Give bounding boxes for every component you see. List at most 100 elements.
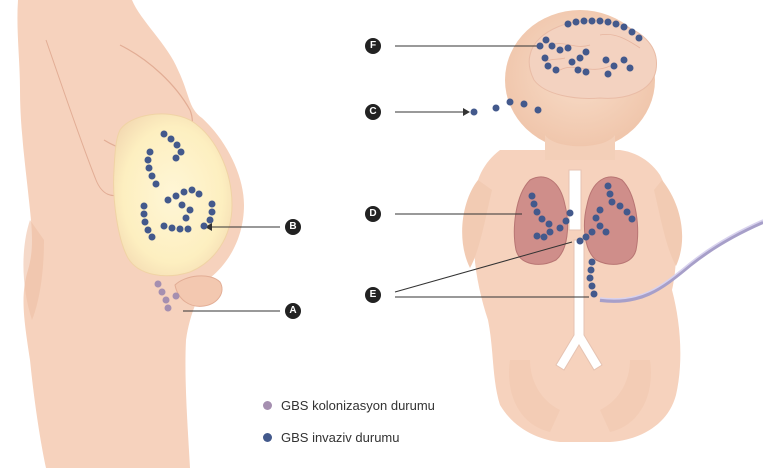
bacteria-dot bbox=[593, 215, 600, 222]
bacteria-dot bbox=[168, 136, 175, 143]
bacteria-dot bbox=[149, 234, 156, 241]
bacteria-dot bbox=[567, 210, 574, 217]
bacteria-dot bbox=[209, 201, 216, 208]
bacteria-dot bbox=[565, 45, 572, 52]
bacteria-dot bbox=[569, 59, 576, 66]
bacteria-dot bbox=[209, 209, 216, 216]
bacteria-dot bbox=[605, 183, 612, 190]
bacteria-dot bbox=[471, 109, 478, 116]
bacteria-dot bbox=[531, 201, 538, 208]
bacteria-dot bbox=[189, 187, 196, 194]
bacteria-dot bbox=[545, 63, 552, 70]
bacteria-dot bbox=[605, 71, 612, 78]
bacteria-dot bbox=[553, 67, 560, 74]
bacteria-dot bbox=[583, 234, 590, 241]
bacteria-dot bbox=[627, 65, 634, 72]
bacteria-dot bbox=[573, 19, 580, 26]
bacteria-dot bbox=[183, 215, 190, 222]
bacteria-dot bbox=[629, 29, 636, 36]
bacteria-dot bbox=[534, 209, 541, 216]
bacteria-dot bbox=[196, 191, 203, 198]
bacteria-dot bbox=[169, 225, 176, 232]
bacteria-dot bbox=[174, 142, 181, 149]
bacteria-dot bbox=[173, 193, 180, 200]
bacteria-dot bbox=[591, 291, 598, 298]
brain-outline bbox=[529, 20, 656, 98]
bacteria-dot bbox=[588, 267, 595, 274]
bacteria-dot bbox=[603, 57, 610, 64]
bacteria-dot bbox=[547, 229, 554, 236]
bacteria-dot bbox=[145, 157, 152, 164]
bacteria-dot bbox=[589, 259, 596, 266]
bacteria-dot bbox=[563, 218, 570, 225]
colonization-dot bbox=[155, 281, 162, 288]
marker-a: A bbox=[285, 303, 301, 319]
bacteria-dot bbox=[507, 99, 514, 106]
bacteria-dot bbox=[181, 189, 188, 196]
bacteria-dot bbox=[597, 207, 604, 214]
bacteria-dot bbox=[187, 207, 194, 214]
bacteria-dot bbox=[179, 202, 186, 209]
bacteria-dot bbox=[577, 238, 584, 245]
bacteria-dot bbox=[534, 233, 541, 240]
bacteria-dot bbox=[577, 55, 584, 62]
bacteria-dot bbox=[149, 173, 156, 180]
bacteria-dot bbox=[146, 165, 153, 172]
bacteria-dot bbox=[141, 211, 148, 218]
bacteria-dot bbox=[537, 43, 544, 50]
bacteria-dot bbox=[493, 105, 500, 112]
bacteria-dot bbox=[636, 35, 643, 42]
bacteria-dot bbox=[153, 181, 160, 188]
bacteria-dot bbox=[589, 18, 596, 25]
bacteria-dot bbox=[535, 107, 542, 114]
bacteria-dot bbox=[589, 229, 596, 236]
bacteria-dot bbox=[521, 101, 528, 108]
colonization-dot bbox=[159, 289, 166, 296]
bacteria-dot bbox=[557, 225, 564, 232]
bacteria-dot bbox=[609, 199, 616, 206]
legend-colonization-label: GBS kolonizasyon durumu bbox=[281, 398, 435, 413]
trachea bbox=[569, 170, 581, 230]
bacteria-dot bbox=[583, 49, 590, 56]
bacteria-dot bbox=[161, 131, 168, 138]
bacteria-dot bbox=[145, 227, 152, 234]
bacteria-dot bbox=[589, 283, 596, 290]
bacteria-dot bbox=[611, 63, 618, 70]
bacteria-dot bbox=[147, 149, 154, 156]
invasive-dot-icon bbox=[263, 433, 272, 442]
bacteria-dot bbox=[177, 226, 184, 233]
colonization-dot bbox=[173, 293, 180, 300]
bacteria-dot bbox=[583, 69, 590, 76]
bacteria-dot bbox=[185, 226, 192, 233]
colonization-dot-icon bbox=[263, 401, 272, 410]
bacteria-dot bbox=[543, 37, 550, 44]
marker-c: C bbox=[365, 104, 381, 120]
bacteria-dot bbox=[557, 47, 564, 54]
bacteria-dot bbox=[607, 191, 614, 198]
bacteria-dot bbox=[539, 216, 546, 223]
marker-b: B bbox=[285, 219, 301, 235]
bacteria-dot bbox=[542, 55, 549, 62]
bacteria-dot bbox=[624, 209, 631, 216]
bacteria-dot bbox=[629, 216, 636, 223]
colonization-dot bbox=[165, 305, 172, 312]
bacteria-dot bbox=[165, 197, 172, 204]
bacteria-dot bbox=[603, 229, 610, 236]
bacteria-dot bbox=[605, 19, 612, 26]
bacteria-dot bbox=[173, 155, 180, 162]
bacteria-dot bbox=[201, 223, 208, 230]
bacteria-dot bbox=[161, 223, 168, 230]
legend-invasive-label: GBS invaziv durumu bbox=[281, 430, 400, 445]
bacteria-dot bbox=[565, 21, 572, 28]
colonization-dot bbox=[163, 297, 170, 304]
leader-arrow-c bbox=[463, 108, 470, 116]
pregnant-woman bbox=[17, 0, 244, 468]
bacteria-dot bbox=[178, 149, 185, 156]
bacteria-dot bbox=[142, 219, 149, 226]
bacteria-dot bbox=[621, 24, 628, 31]
bacteria-dot bbox=[613, 21, 620, 28]
bacteria-dot bbox=[549, 43, 556, 50]
bacteria-dot bbox=[587, 275, 594, 282]
bacteria-dot bbox=[207, 217, 214, 224]
